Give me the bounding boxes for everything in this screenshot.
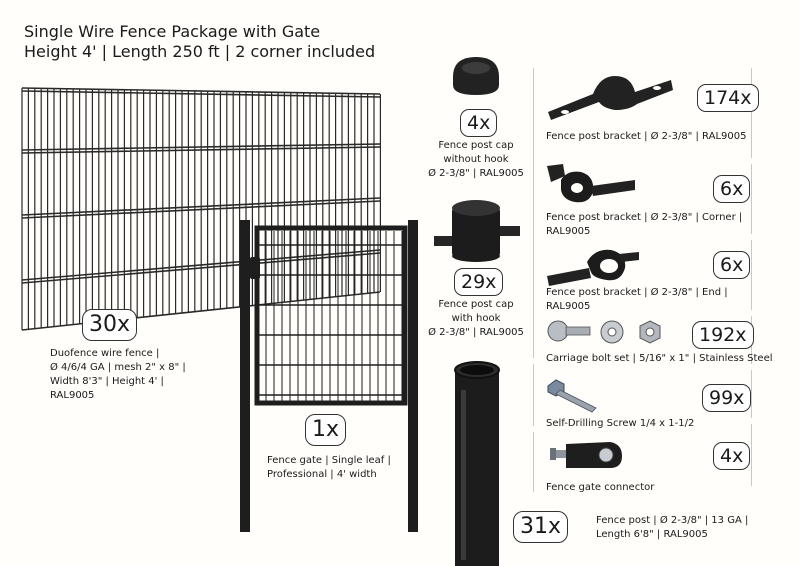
post-cap-without-hook-image <box>453 57 499 95</box>
bracket-quantity-badge: 174x <box>697 84 759 112</box>
end-bracket-caption: Fence post bracket | Ø 2-3/8" | End | RA… <box>546 287 728 312</box>
carriage-bolt-quantity-badge: 192x <box>692 321 754 349</box>
screw-caption: Self-Drilling Screw 1/4 x 1-1/2 <box>546 418 695 429</box>
column-divider <box>751 164 752 234</box>
screw-quantity-badge: 99x <box>702 384 752 412</box>
gate-quantity-badge: 1x <box>305 414 347 446</box>
page-title: Single Wire Fence Package with Gate <box>24 22 321 41</box>
fence-post-image <box>454 361 500 566</box>
post-quantity-badge: 31x <box>513 511 569 543</box>
cap-with-hook-caption: Fence post cap with hook Ø 2-3/8" | RAL9… <box>428 299 524 338</box>
post-caption: Fence post | Ø 2-3/8" | 13 GA | Length 6… <box>596 515 749 540</box>
fence-panel-quantity-badge: 30x <box>82 309 138 341</box>
gate-connector-image <box>550 442 622 468</box>
cap-without-hook-quantity-badge: 4x <box>460 109 498 137</box>
column-divider <box>751 424 752 486</box>
gate-caption: Fence gate | Single leaf | Professional … <box>267 455 391 480</box>
carriage-bolt-set-image <box>547 320 661 344</box>
cap-without-hook-caption: Fence post cap without hook Ø 2-3/8" | R… <box>428 140 524 179</box>
carriage-bolt-caption: Carriage bolt set | 5/16" x 1" | Stainle… <box>546 353 773 364</box>
page-subtitle: Height 4' | Length 250 ft | 2 corner inc… <box>24 42 376 61</box>
fence-panel-caption: Duofence wire fence | Ø 4/6/4 GA | mesh … <box>50 348 186 401</box>
end-bracket-quantity-badge: 6x <box>713 251 751 279</box>
corner-post-bracket-image <box>547 164 635 203</box>
corner-bracket-caption: Fence post bracket | Ø 2-3/8" | Corner |… <box>546 212 743 237</box>
wire-fence-panel-image <box>21 87 381 331</box>
fence-gate-image <box>240 220 418 532</box>
column-divider <box>751 370 752 418</box>
gate-connector-quantity-badge: 4x <box>713 442 751 470</box>
corner-bracket-quantity-badge: 6x <box>713 175 751 203</box>
end-post-bracket-image <box>547 249 639 286</box>
post-cap-with-hook-image <box>434 200 520 262</box>
fence-post-bracket-image <box>548 76 673 120</box>
column-divider <box>533 432 534 492</box>
column-divider <box>533 364 534 426</box>
gate-connector-caption: Fence gate connector <box>546 482 655 493</box>
self-drilling-screw-image <box>547 379 597 413</box>
column-divider <box>533 68 534 358</box>
column-divider <box>751 68 752 158</box>
bracket-caption: Fence post bracket | Ø 2-3/8" | RAL9005 <box>546 131 747 142</box>
cap-with-hook-quantity-badge: 29x <box>454 268 504 296</box>
column-divider <box>751 240 752 310</box>
